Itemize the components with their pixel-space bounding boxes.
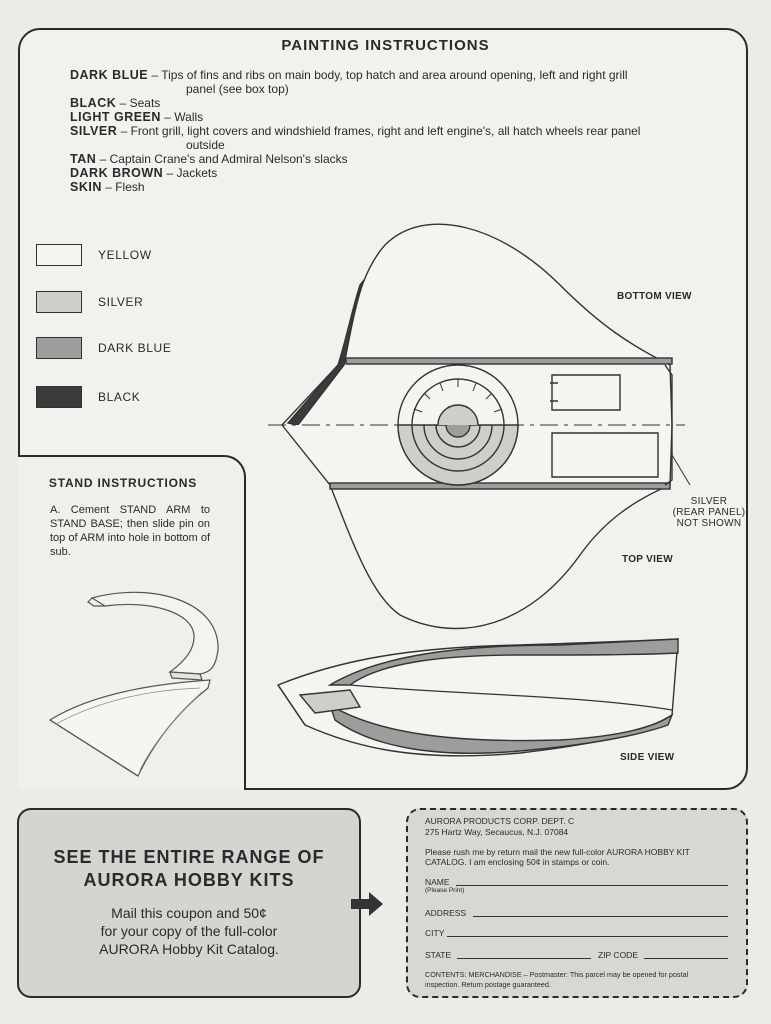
- zip-field[interactable]: [644, 958, 728, 959]
- paint-line: TAN – Captain Crane's and Admiral Nelson…: [70, 152, 710, 166]
- legend-label: YELLOW: [98, 248, 152, 262]
- legend-black: BLACK: [36, 386, 236, 410]
- paint-color: TAN: [70, 152, 97, 166]
- stand-text: A. Cement STAND ARM to STAND BASE; then …: [50, 504, 210, 558]
- coupon-address: 275 Hartz Way, Secaucus, N.J. 07084: [425, 827, 569, 837]
- paint-line: SILVER – Front grill, light covers and w…: [70, 124, 710, 138]
- coupon-company: AURORA PRODUCTS CORP. DEPT. C: [425, 816, 575, 826]
- promo-headline: SEE THE ENTIRE RANGE OF AURORA HOBBY KIT…: [17, 846, 361, 892]
- address-label: ADDRESS: [425, 908, 467, 918]
- paint-separator: –: [160, 110, 175, 124]
- stand-illustration: [48, 591, 219, 777]
- promo-body-line: for your copy of the full-color: [100, 923, 278, 939]
- submarine-diagram: [268, 223, 691, 757]
- paint-continuation: panel (see box top): [186, 82, 289, 96]
- name-field[interactable]: [456, 885, 728, 886]
- paint-separator: –: [96, 152, 110, 166]
- paint-line: DARK BROWN – Jackets: [70, 166, 710, 180]
- paint-description: Tips of fins and ribs on main body, top …: [161, 68, 628, 82]
- bottom-view-label: BOTTOM VIEW: [617, 291, 692, 302]
- order-coupon[interactable]: [406, 808, 748, 998]
- address-field[interactable]: [473, 916, 728, 917]
- legend-silver: SILVER: [36, 291, 236, 315]
- legend-label: SILVER: [98, 295, 144, 309]
- paint-line: SKIN – Flesh: [70, 180, 710, 194]
- promo-body-line: Mail this coupon and 50¢: [111, 905, 267, 921]
- promo-body-line: AURORA Hobby Kit Catalog.: [99, 941, 279, 957]
- legend-swatch: [36, 244, 82, 266]
- arrow-right-icon: [351, 892, 383, 916]
- side-view-label: SIDE VIEW: [620, 752, 675, 763]
- paint-color: DARK BROWN: [70, 166, 164, 180]
- zip-label: ZIP CODE: [598, 950, 638, 960]
- paint-line: LIGHT GREEN – Walls: [70, 110, 710, 124]
- name-label: NAME: [425, 877, 450, 887]
- top-view-label: TOP VIEW: [622, 554, 673, 565]
- coupon-footer-line: CONTENTS: MERCHANDISE – Postmaster: This…: [425, 970, 689, 979]
- paint-separator: –: [116, 96, 130, 110]
- legend-label: DARK BLUE: [98, 341, 172, 355]
- state-label: STATE: [425, 950, 452, 960]
- paint-color: BLACK: [70, 96, 117, 110]
- paint-color: DARK BLUE: [70, 68, 149, 82]
- promo-headline-line: AURORA HOBBY KITS: [83, 870, 295, 890]
- paint-description: Jackets: [176, 166, 218, 180]
- state-field[interactable]: [457, 958, 591, 959]
- paint-list: DARK BLUE – Tips of fins and ribs on mai…: [70, 68, 710, 194]
- stand-title: STAND INSTRUCTIONS: [48, 476, 198, 490]
- paint-color: SILVER: [70, 124, 118, 138]
- page-title: PAINTING INSTRUCTIONS: [281, 37, 490, 54]
- paint-description: Front grill, light covers and windshield…: [130, 124, 641, 138]
- silver-note-line: (REAR PANEL): [672, 507, 746, 518]
- promo-headline-line: SEE THE ENTIRE RANGE OF: [53, 847, 325, 867]
- paint-description: Seats: [129, 96, 161, 110]
- paint-line: DARK BLUE – Tips of fins and ribs on mai…: [70, 68, 710, 82]
- coupon-footer-line: inspection. Return postage guaranteed.: [425, 980, 551, 989]
- silver-note: SILVER (REAR PANEL) NOT SHOWN: [666, 496, 752, 529]
- paint-line: BLACK – Seats: [70, 96, 710, 110]
- name-hint: (Please Print): [425, 887, 465, 894]
- paint-separator: –: [163, 166, 177, 180]
- legend-swatch: [36, 337, 82, 359]
- legend-swatch: [36, 386, 82, 408]
- paint-separator: –: [117, 124, 131, 138]
- paint-description: Flesh: [115, 180, 145, 194]
- city-field[interactable]: [447, 936, 728, 937]
- paint-description: Captain Crane's and Admiral Nelson's sla…: [109, 152, 348, 166]
- legend-label: BLACK: [98, 390, 141, 404]
- legend-dark-blue: DARK BLUE: [36, 337, 236, 361]
- promo-box: [17, 808, 361, 998]
- paint-color: LIGHT GREEN: [70, 110, 161, 124]
- coupon-footer: CONTENTS: MERCHANDISE – Postmaster: This…: [425, 970, 688, 990]
- coupon-request-2: CATALOG. I am enclosing 50¢ in stamps or…: [425, 857, 610, 867]
- silver-note-line: NOT SHOWN: [676, 518, 742, 529]
- paint-color: SKIN: [70, 180, 102, 194]
- silver-note-line: SILVER: [690, 496, 728, 507]
- paint-separator: –: [101, 180, 116, 194]
- coupon-request-1: Please rush me by return mail the new fu…: [425, 847, 690, 857]
- paint-description: Walls: [174, 110, 204, 124]
- promo-body: Mail this coupon and 50¢ for your copy o…: [17, 904, 361, 958]
- paint-separator: –: [148, 68, 162, 82]
- paint-continuation: outside: [186, 138, 225, 152]
- city-label: CITY: [425, 928, 445, 938]
- legend-yellow: YELLOW: [36, 244, 236, 268]
- legend-swatch: [36, 291, 82, 313]
